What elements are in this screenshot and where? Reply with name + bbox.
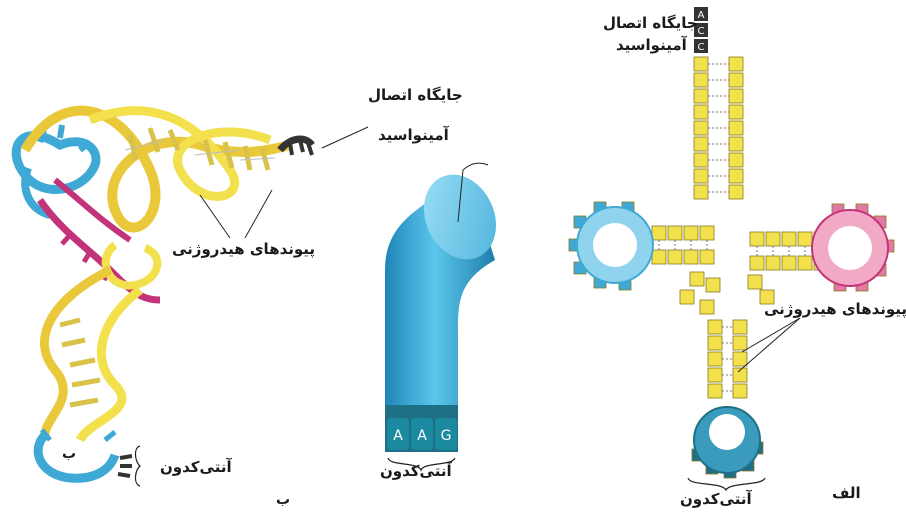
right-hydrogen-bonds-label: پیوندهای هیدروژنی (764, 300, 906, 318)
middle-anticodon-label: آنتی‌کدون (380, 462, 452, 480)
t-arm-tile (750, 232, 764, 246)
d-arm-tile (684, 226, 698, 240)
trna-cylinder-model: A A G (385, 163, 509, 470)
t-arm-tile (766, 232, 780, 246)
d-arm-tile (668, 250, 682, 264)
junction-tile (706, 278, 720, 292)
acceptor-stem-tile (694, 73, 708, 87)
junction-tile (680, 290, 694, 304)
acceptor-stem-tile (729, 137, 743, 151)
anticodon-stem-tile (733, 384, 747, 398)
middle-attachment-label-line2: آمینواسید (378, 126, 449, 144)
d-arm-tile (700, 250, 714, 264)
junction-tile (748, 275, 762, 289)
anticodon-stem-tile (733, 336, 747, 350)
panel-label-be: ب (276, 492, 290, 509)
junction-tile (700, 300, 714, 314)
anticodon-stem-tile (733, 352, 747, 366)
right-attachment-label-line2: آمینواسید (616, 36, 687, 54)
anticodon-stem-tile (708, 384, 722, 398)
anticodon-base-2: A (417, 428, 427, 444)
left-hydrogen-bonds-label: پیوندهای هیدروژنی (172, 240, 315, 258)
acceptor-stem-tile (694, 57, 708, 71)
acceptor-stem-tile (729, 73, 743, 87)
acceptor-stem-tile (729, 57, 743, 71)
t-arm-tile (782, 256, 796, 270)
middle-attachment-label-line1: جایگاه اتصال (368, 86, 463, 104)
acceptor-stem-tile (694, 89, 708, 103)
anticodon-loop-ribbon (38, 435, 115, 478)
t-arm-tile (798, 256, 812, 270)
anticodon-stem-tile (733, 320, 747, 334)
d-arm-tile (668, 226, 682, 240)
t-arm-tile (766, 256, 780, 270)
anticodon-stem-tile (708, 352, 722, 366)
acceptor-stem-tile (694, 185, 708, 199)
t-arm-tile (750, 256, 764, 270)
anticodon-stem-tile (708, 368, 722, 382)
acceptor-stem-tile (694, 137, 708, 151)
acceptor-stem-tile (729, 153, 743, 167)
panel-label-be-small: ب (62, 446, 76, 463)
junction-tile (690, 272, 704, 286)
trna-3d-ribbon-model (16, 111, 368, 486)
svg-text:A: A (698, 10, 705, 21)
d-arm-tile (652, 250, 666, 264)
anticodon-bases-3d (118, 456, 132, 476)
panel-label-alef: الف (832, 484, 861, 502)
t-arm-tile (782, 232, 796, 246)
right-anticodon-label: آنتی‌کدون (680, 490, 752, 508)
anticodon-base-1: A (393, 428, 403, 444)
acceptor-stem-tile (729, 105, 743, 119)
anticodon-base-3: G (441, 428, 452, 444)
acceptor-stem-tile (729, 169, 743, 183)
svg-text:C: C (698, 42, 705, 53)
d-arm-tile (700, 226, 714, 240)
acceptor-stem-tile (729, 89, 743, 103)
d-arm-tile (652, 226, 666, 240)
trna-cloverleaf-model: A C C (569, 7, 894, 490)
acceptor-stem-tile (694, 169, 708, 183)
acceptor-stem-tile (694, 121, 708, 135)
svg-text:C: C (698, 26, 705, 37)
right-attachment-label-line1: جایگاه اتصال (603, 14, 698, 32)
anticodon-stem-tile (708, 320, 722, 334)
d-arm-tile (684, 250, 698, 264)
acceptor-stem-tile (694, 153, 708, 167)
left-anticodon-label: آنتی‌کدون (160, 458, 232, 476)
t-arm-tile (798, 232, 812, 246)
acceptor-stem-tile (729, 121, 743, 135)
anticodon-stem-tile (708, 336, 722, 350)
acceptor-stem-tile (729, 185, 743, 199)
acceptor-stem-tile (694, 105, 708, 119)
